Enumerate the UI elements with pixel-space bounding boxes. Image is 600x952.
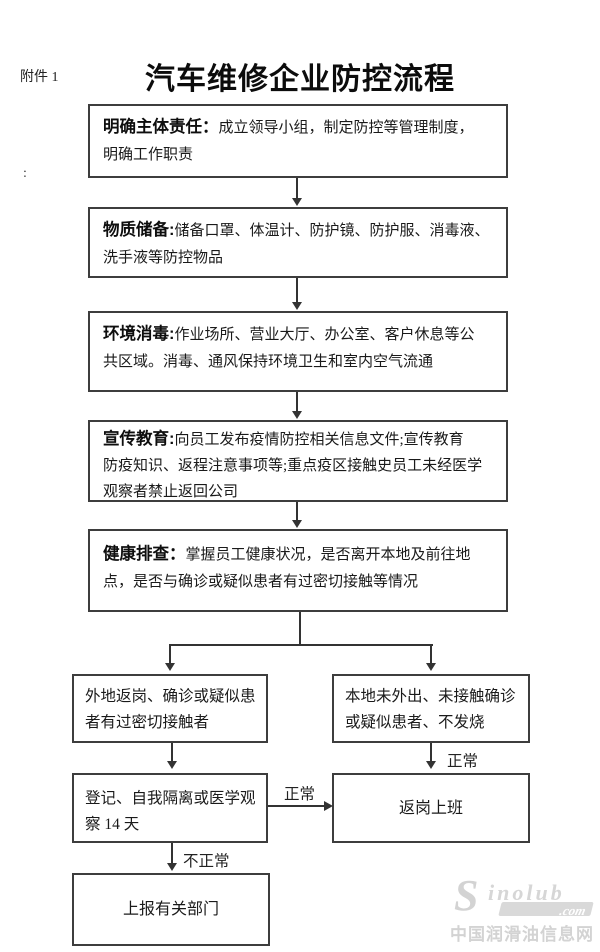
box-return-to-work: 返岗上班 [332, 773, 530, 843]
step-label: 环境消毒: [103, 325, 175, 343]
step-text: 储备口罩、体温计、防护镜、防护服、消毒液、 洗手液等防控物品 [103, 223, 490, 266]
step-box-health-check: 健康排查：掌握员工健康状况，是否离开本地及前往地 点，是否与确诊或疑似患者有过密… [88, 529, 508, 612]
branch-right-drop [430, 644, 432, 664]
step-box-responsibility: 明确主体责任：成立领导小组，制定防控等管理制度， 明确工作职责 [88, 104, 508, 178]
arrowhead-down-icon [292, 302, 302, 310]
step-label: 物质储备: [103, 221, 175, 239]
step-label: 明确主体责任： [103, 118, 219, 136]
edge-label-abnormal: 不正常 [183, 853, 230, 870]
box-quarantine: 登记、自我隔离或医学观 察 14 天 [72, 773, 268, 843]
condition-text: 本地未外出、未接触确诊 或疑似患者、不发烧 [345, 688, 516, 731]
arrowhead-down-icon [292, 198, 302, 206]
step-label: 健康排查： [103, 545, 186, 563]
report-text: 上报有关部门 [122, 901, 219, 918]
arrowhead-down-icon [426, 761, 436, 769]
stray-colon-mark: : [23, 166, 27, 181]
branch-rail [169, 644, 433, 646]
arrowhead-down-icon [167, 761, 177, 769]
connector-2-3 [296, 278, 298, 303]
watermark-s-logo-icon: S [454, 871, 479, 920]
watermark: S inolub .com 中国润滑油信息网 [450, 871, 600, 946]
watermark-domain-badge: .com [498, 902, 594, 918]
branch-left-drop [169, 644, 171, 664]
step-text: 向员工发布疫情防控相关信息文件;宣传教育 防疫知识、返程注意事项等;重点疫区接触… [103, 432, 483, 500]
step-box-materials: 物质储备:储备口罩、体温计、防护镜、防护服、消毒液、 洗手液等防控物品 [88, 207, 508, 278]
arrow-quarantine-to-return [268, 805, 325, 807]
connector-1-2 [296, 178, 298, 199]
step-label: 宣传教育: [103, 430, 175, 448]
condition-text: 外地返岗、确诊或疑似患 者有过密切接触者 [85, 688, 256, 731]
watermark-name: inolub [488, 880, 565, 905]
watermark-site-name: 中国润滑油信息网 [450, 925, 594, 944]
arrow-quarantine-to-report [171, 843, 173, 864]
arrowhead-down-icon [426, 663, 436, 671]
step-box-disinfection: 环境消毒:作业场所、营业大厅、办公室、客户休息等公 共区域。消毒、通风保持环境卫… [88, 311, 508, 392]
arrowhead-right-icon [324, 801, 333, 811]
step-text: 作业场所、营业大厅、办公室、客户休息等公 共区域。消毒、通风保持环境卫生和室内空… [103, 327, 475, 370]
step-text: 成立领导小组，制定防控等管理制度， 明确工作职责 [103, 120, 474, 163]
arrowhead-down-icon [167, 863, 177, 871]
box-right-condition: 本地未外出、未接触确诊 或疑似患者、不发烧 [332, 674, 530, 743]
quarantine-text: 登记、自我隔离或医学观 察 14 天 [85, 790, 256, 833]
attachment-label: 附件 1 [20, 70, 59, 85]
branch-stem [299, 612, 301, 646]
step-text: 掌握员工健康状况，是否离开本地及前往地 点，是否与确诊或疑似患者有过密切接触等情… [103, 547, 471, 590]
arrowhead-down-icon [292, 411, 302, 419]
step-box-education: 宣传教育:向员工发布疫情防控相关信息文件;宣传教育 防疫知识、返程注意事项等;重… [88, 420, 508, 502]
box-left-condition: 外地返岗、确诊或疑似患 者有过密切接触者 [72, 674, 268, 743]
return-text: 返岗上班 [398, 799, 463, 817]
arrowhead-down-icon [292, 520, 302, 528]
page-title: 汽车维修企业防控流程 [145, 63, 455, 96]
arrowhead-down-icon [165, 663, 175, 671]
edge-label-normal: 正常 [284, 786, 316, 803]
arrow-left-to-quarantine [171, 743, 173, 762]
watermark-domain: .com [558, 903, 588, 918]
box-report: 上报有关部门 [72, 873, 270, 946]
edge-label-normal: 正常 [447, 753, 479, 770]
connector-4-5 [296, 502, 298, 521]
arrow-right-to-return [430, 743, 432, 762]
connector-3-4 [296, 392, 298, 412]
